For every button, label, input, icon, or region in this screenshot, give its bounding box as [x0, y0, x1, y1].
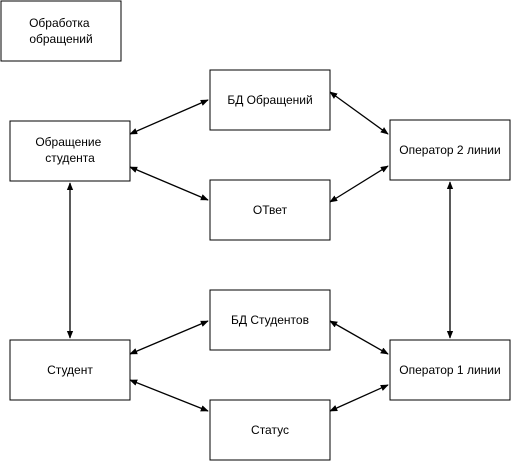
title-box-line-1: Обработка [29, 16, 90, 30]
edge-line [129, 99, 209, 135]
title-box: Обработка обращений [0, 0, 122, 62]
edge-line [129, 320, 209, 355]
svg-text:Статус: Статус [251, 423, 289, 437]
node-student-label: Студент [47, 363, 93, 377]
svg-text:БД Студентов: БД Студентов [231, 313, 309, 327]
node-operator-1-label: Оператор 1 линии [399, 363, 500, 377]
edge-student-to-db-students [129, 320, 209, 355]
edge-answer-to-operator-2 [329, 165, 389, 203]
title-box-line-2: обращений [29, 32, 92, 46]
svg-text:Обращение студента: Обращение студента [35, 135, 104, 165]
node-db-requests[interactable]: БД Обращений [209, 69, 331, 131]
edge-student-to-status [129, 379, 209, 412]
edge-db-requests-to-operator-2 [329, 91, 389, 135]
node-answer[interactable]: ОТвет [209, 179, 331, 241]
edge-line [129, 166, 209, 201]
node-student-request-line-2: студента [45, 151, 95, 165]
svg-text:Обработка обращений: Обработка обращений [29, 16, 93, 46]
node-db-students[interactable]: БД Студентов [209, 289, 331, 351]
edge-line [329, 91, 389, 135]
node-operator-1[interactable]: Оператор 1 линии [389, 339, 511, 401]
edge-student-request-to-answer [129, 166, 209, 201]
node-answer-label: ОТвет [253, 203, 288, 217]
edge-line [329, 384, 389, 412]
node-status[interactable]: Статус [209, 399, 331, 461]
node-status-label: Статус [251, 423, 289, 437]
node-db-requests-label: БД Обращений [227, 93, 312, 107]
node-operator-2[interactable]: Оператор 2 линии [389, 119, 511, 181]
svg-text:Студент: Студент [47, 363, 93, 377]
node-operator-2-label: Оператор 2 линии [399, 143, 500, 157]
node-db-students-label: БД Студентов [231, 313, 309, 327]
svg-text:ОТвет: ОТвет [253, 203, 288, 217]
edge-line [129, 379, 209, 412]
node-student[interactable]: Студент [9, 339, 131, 401]
edge-db-students-to-operator-1 [329, 320, 389, 355]
edge-status-to-operator-1 [329, 384, 389, 412]
node-student-request[interactable]: Обращение студента [9, 120, 131, 182]
edge-student-request-to-db-requests [129, 99, 209, 135]
svg-text:Оператор 1 линии: Оператор 1 линии [399, 363, 500, 377]
node-student-request-line-1: Обращение [35, 135, 101, 149]
svg-text:БД Обращений: БД Обращений [227, 93, 312, 107]
edge-line [329, 165, 389, 203]
svg-text:Оператор 2 линии: Оператор 2 линии [399, 143, 500, 157]
edges-layer [66, 91, 454, 412]
edge-line [329, 320, 389, 355]
